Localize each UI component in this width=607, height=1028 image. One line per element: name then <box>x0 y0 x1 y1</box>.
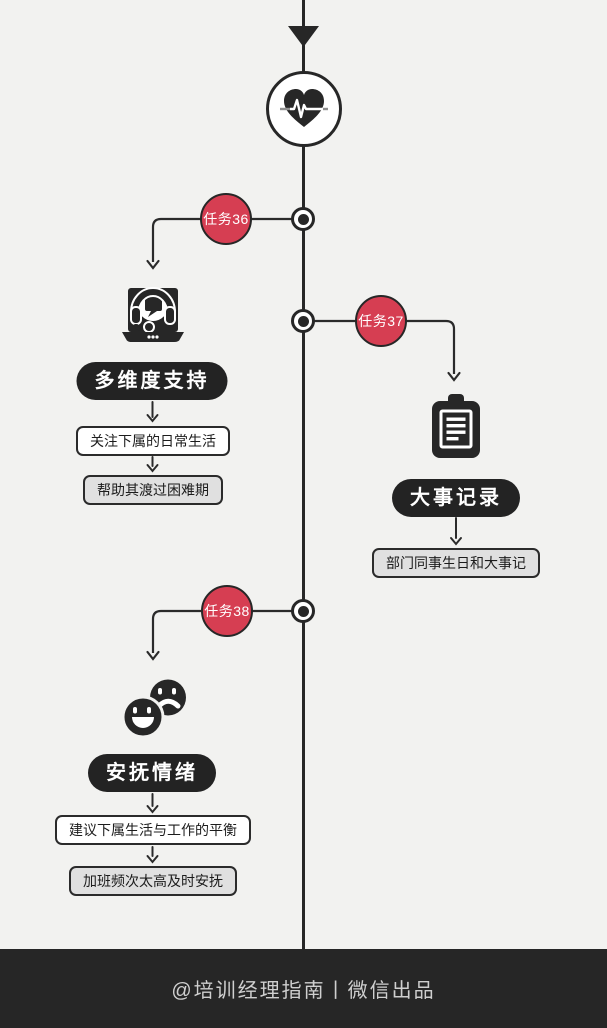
down-arrowhead-icon <box>288 26 319 47</box>
task37-note-1: 部门同事生日和大事记 <box>372 548 540 578</box>
timeline-node-task37 <box>291 309 315 333</box>
footer-credit-bar: @培训经理指南丨微信出品 <box>0 949 607 1028</box>
task37-note-1-text: 部门同事生日和大事记 <box>386 555 526 571</box>
heartbeat-heart-icon <box>280 89 328 127</box>
task38-note-1: 建议下属生活与工作的平衡 <box>55 815 251 845</box>
task38-note-2: 加班频次太高及时安抚 <box>69 866 237 896</box>
task37-title-pill: 大事记录 <box>392 479 520 517</box>
task36-note-2: 帮助其渡过困难期 <box>83 475 223 505</box>
timeline-node-dot <box>297 605 309 617</box>
task36-note-2-text: 帮助其渡过困难期 <box>97 482 209 498</box>
timeline-node-task36 <box>291 207 315 231</box>
task37-badge-label: 任务37 <box>358 313 404 329</box>
task38-title-pill: 安抚情绪 <box>88 754 216 792</box>
task36-badge-label: 任务36 <box>203 211 249 227</box>
timeline-node-dot <box>297 213 309 225</box>
connector-task36 <box>151 217 304 262</box>
flow-arrow <box>146 793 159 814</box>
task36-note-1-text: 关注下属的日常生活 <box>90 433 216 449</box>
flow-arrow <box>146 456 159 473</box>
connector-task38 <box>151 609 304 653</box>
task36-title: 多维度支持 <box>94 370 210 392</box>
task36-title-pill: 多维度支持 <box>76 362 228 400</box>
task36-note-1: 关注下属的日常生活 <box>76 426 230 456</box>
task38-note-1-text: 建议下属生活与工作的平衡 <box>69 822 237 838</box>
task38-badge-label: 任务38 <box>204 603 250 619</box>
timeline-start-node <box>266 71 342 147</box>
task37-badge: 任务37 <box>355 295 407 347</box>
footer-credit-text: @培训经理指南丨微信出品 <box>171 980 436 1002</box>
clipboard-record-icon <box>428 394 484 463</box>
flow-arrow <box>450 517 462 546</box>
flow-arrow <box>146 846 159 864</box>
task38-title: 安抚情绪 <box>106 762 198 784</box>
connector-task37 <box>303 319 456 374</box>
connector-task37-arrowhead <box>447 371 461 382</box>
task37-title: 大事记录 <box>410 487 502 509</box>
task38-badge: 任务38 <box>201 585 253 637</box>
timeline-node-dot <box>297 315 309 327</box>
timeline-node-task38 <box>291 599 315 623</box>
connector-task36-arrowhead <box>146 259 160 270</box>
laptop-headset-support-icon <box>120 282 186 349</box>
connector-task38-arrowhead <box>146 650 160 661</box>
task38-note-2-text: 加班频次太高及时安抚 <box>83 873 223 889</box>
task36-badge: 任务36 <box>200 193 252 245</box>
emotion-faces-icon <box>120 675 190 742</box>
flow-arrow <box>146 401 159 423</box>
